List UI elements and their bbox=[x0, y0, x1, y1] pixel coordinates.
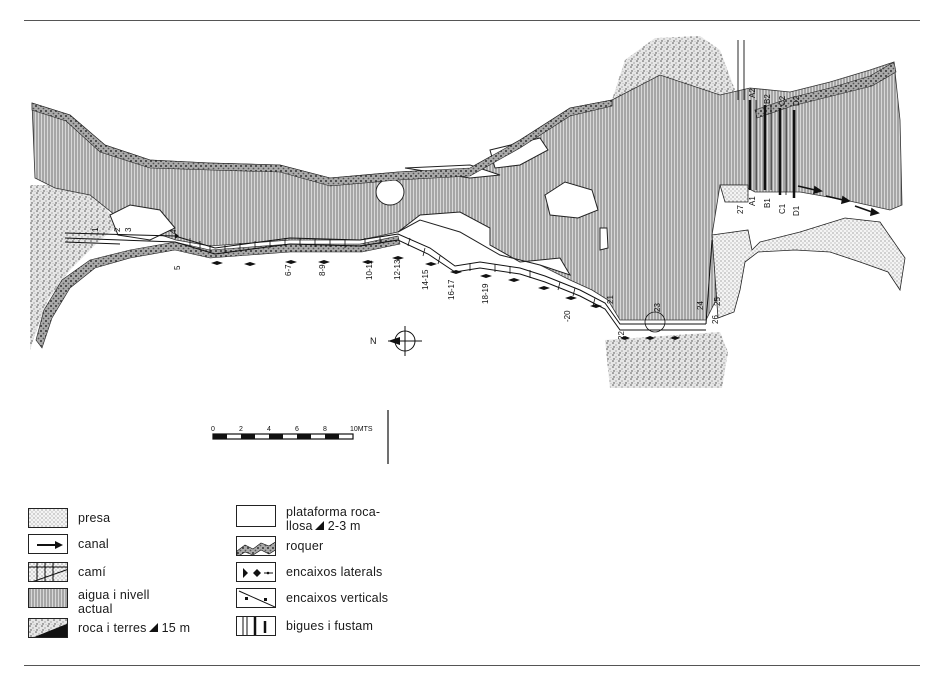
legend-item-aigua: aigua i nivell actual bbox=[28, 588, 150, 616]
legend-label: plataforma roca- bbox=[286, 505, 381, 519]
scale-bar-graphic: 0 2 4 6 8 10MTS bbox=[211, 410, 389, 464]
beam-label-b2: B2 bbox=[763, 94, 772, 104]
vertical-notch-swatch bbox=[236, 588, 276, 608]
legend-label-line2: llosa bbox=[286, 519, 313, 533]
north-arrow: N bbox=[370, 326, 422, 356]
canal-arrows bbox=[797, 185, 880, 217]
point-label-21: 21 bbox=[606, 295, 615, 304]
beam-label-a2: A2 bbox=[748, 88, 757, 98]
point-label-5: 5 bbox=[173, 265, 182, 270]
point-label-23: 23 bbox=[653, 303, 662, 312]
point-label-2: 2 bbox=[113, 227, 122, 232]
point-label-14-15: 14-15 bbox=[421, 269, 430, 290]
point-label-24: 24 bbox=[696, 301, 705, 310]
water-swatch bbox=[28, 588, 68, 608]
top-rule bbox=[24, 20, 920, 21]
scale-label-8: 8 bbox=[323, 426, 327, 433]
legend-label: encaixos laterals bbox=[286, 565, 383, 579]
scale-label-0: 0 bbox=[211, 426, 215, 433]
lateral-notches bbox=[175, 233, 680, 340]
beam-label-b1: B1 bbox=[763, 198, 772, 208]
beams-and-timber bbox=[737, 40, 796, 198]
point-label-1: 1 bbox=[91, 227, 100, 232]
point-label-26: 26 bbox=[711, 315, 720, 324]
legend-label-line2: actual bbox=[78, 602, 113, 616]
site-plan-map: 1 2 3 4 5 6-7 8-9 10-11 12-13 14-15 16-1… bbox=[30, 36, 906, 388]
bank-ridges bbox=[31, 61, 897, 349]
legend-slope: 15 m bbox=[161, 621, 191, 635]
point-label-8-9: 8-9 bbox=[318, 264, 327, 276]
bottom-rule bbox=[24, 665, 920, 666]
legend-label: roquer bbox=[286, 539, 324, 553]
cami-swatch bbox=[28, 562, 68, 582]
legend-label: bigues i fustam bbox=[286, 619, 374, 633]
legend-item-roquer: roquer bbox=[236, 536, 323, 556]
beam-label-d2: D2 bbox=[792, 95, 801, 106]
point-label-27: 27 bbox=[736, 205, 745, 214]
legend-label: aigua i nivell bbox=[78, 588, 150, 602]
legend-label: encaixos verticals bbox=[286, 591, 389, 605]
circular-feature bbox=[644, 311, 666, 333]
legend-label-block: plataforma roca- llosa 2-3 m bbox=[286, 505, 380, 533]
point-label-20: -20 bbox=[563, 310, 572, 322]
north-label: N bbox=[370, 336, 377, 346]
rock-swatch bbox=[28, 618, 68, 638]
legend-item-cami: camí bbox=[28, 562, 106, 582]
legend-slope: 2-3 m bbox=[327, 519, 361, 533]
point-label-22: 22 bbox=[617, 331, 626, 340]
point-label-25: 25 bbox=[713, 297, 722, 306]
path-ticks bbox=[189, 236, 596, 307]
slope-icon bbox=[314, 521, 324, 530]
platform-swatch bbox=[236, 505, 276, 527]
scale-label-2: 2 bbox=[239, 426, 243, 433]
beam-label-c2: C2 bbox=[778, 95, 787, 106]
scale-label-4: 4 bbox=[267, 426, 271, 433]
legend-item-encaixos-laterals: encaixos laterals bbox=[236, 562, 383, 582]
legend-label: roca i terres bbox=[78, 621, 147, 635]
point-label-6-7: 6-7 bbox=[284, 264, 293, 276]
legend-label: camí bbox=[78, 565, 106, 579]
point-label-16-17: 16-17 bbox=[447, 279, 456, 300]
legend-item-bigues: bigues i fustam bbox=[236, 616, 373, 636]
point-label-12-13: 12-13 bbox=[393, 259, 402, 280]
legend-item-encaixos-verticals: encaixos verticals bbox=[236, 588, 388, 608]
legend-label: presa bbox=[78, 511, 111, 525]
canal-swatch bbox=[28, 534, 68, 554]
lateral-notch-swatch bbox=[236, 562, 276, 582]
legend-label-block: roca i terres 15 m bbox=[78, 618, 190, 635]
beam-labels: A2 B2 C2 D2 A1 B1 C1 D1 bbox=[748, 88, 801, 216]
legend-label-block: aigua i nivell actual bbox=[78, 588, 150, 616]
scale-label-10: 10MTS bbox=[350, 426, 373, 433]
legend-item-canal: canal bbox=[28, 534, 109, 554]
legend-item-plataforma: plataforma roca- llosa 2-3 m bbox=[236, 505, 380, 533]
legend-item-roca: roca i terres 15 m bbox=[28, 618, 190, 638]
point-label-18-19: 18-19 bbox=[481, 283, 490, 304]
point-label-4: 4 bbox=[169, 229, 178, 234]
presa-swatch bbox=[28, 508, 68, 528]
legend-label: canal bbox=[78, 537, 109, 551]
beam-label-a1: A1 bbox=[748, 196, 757, 206]
legend-item-presa: presa bbox=[28, 508, 110, 528]
beams-swatch bbox=[236, 616, 276, 636]
beam-label-d1: D1 bbox=[792, 205, 801, 216]
point-label-3: 3 bbox=[124, 227, 133, 232]
point-label-10-11: 10-11 bbox=[365, 260, 374, 280]
dam-structure bbox=[711, 184, 906, 319]
point-labels: 1 2 3 4 5 6-7 8-9 10-11 12-13 14-15 16-1… bbox=[91, 205, 745, 340]
scale-label-6: 6 bbox=[295, 426, 299, 433]
slope-icon bbox=[148, 623, 158, 632]
beam-label-c1: C1 bbox=[778, 203, 787, 214]
roquer-swatch bbox=[236, 536, 276, 556]
